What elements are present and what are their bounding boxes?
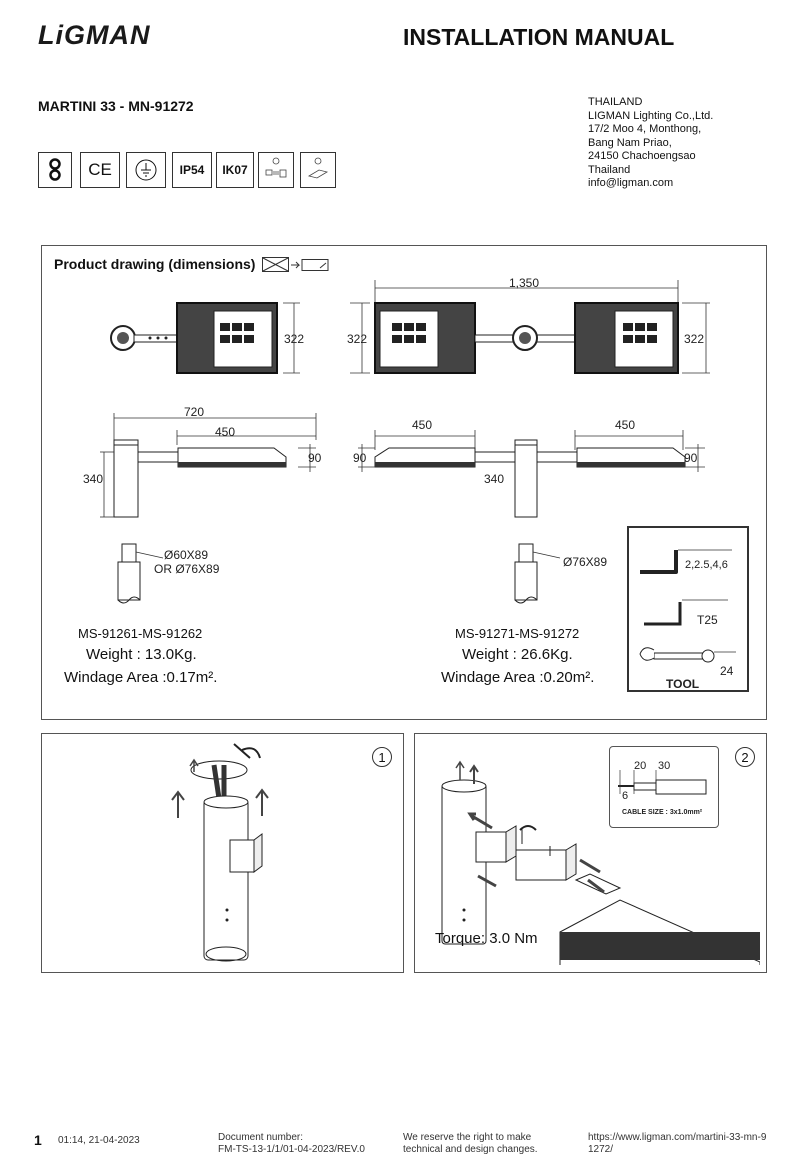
company-address: THAILAND LIGMAN Lighting Co.,Ltd. 17/2 M… [588,96,713,191]
reserve-line: We reserve the right to make [403,1132,532,1143]
single-model-code: MS-91261-MS-91262 [78,626,203,641]
single-windage: Windage Area :0.17m². [64,669,218,686]
product-url[interactable]: https://www.ligman.com/martini-33-mn-9 1… [588,1132,766,1156]
address-line: 24150 Chachoengsao [588,150,696,162]
dim-322-left: 322 [284,332,305,346]
dim-450-mid: 450 [412,418,433,432]
step1-number: 1 [372,747,392,767]
document-number-label: Document number: [218,1132,304,1143]
address-line: THAILAND [588,96,643,108]
reserve-note: We reserve the right to make technical a… [403,1132,538,1156]
step2-panel [414,733,767,973]
double-weight: Weight : 26.6Kg. [462,646,573,663]
ligman-logo: LiGMAN [38,20,151,50]
cable-dim-20: 20 [634,760,647,772]
tool-hex-sizes: 2,2.5,4,6 [685,559,728,571]
cable-dim-6: 6 [622,790,629,802]
product-drawing-panel [41,245,767,720]
model-name: MARTINI 33 - MN-91272 [38,98,194,114]
document-number-value: FM-TS-13-1/1/01-04-2023/REV.0 [218,1144,365,1155]
pole-detail-double [514,543,561,604]
dim-340-mid: 340 [484,472,505,486]
address-email: info@ligman.com [588,177,674,189]
pole-size-single-alt: OR Ø76X89 [154,562,220,576]
class-symbol-icon [38,152,72,188]
single-weight: Weight : 13.0Kg. [86,646,197,663]
url-line[interactable]: 1272/ [588,1144,614,1155]
tool-label: TOOL [666,677,700,691]
reserve-line: technical and design changes. [403,1144,538,1155]
tool-box [627,526,749,692]
luminaire-type-icon [300,152,336,188]
print-timestamp: 01:14, 21-04-2023 [58,1135,140,1146]
pole-size-double: Ø76X89 [563,555,608,569]
earth-ground-icon [126,152,166,188]
single-top-view [110,302,300,374]
step2-illustration [441,760,760,965]
double-side-view [358,430,705,518]
dim-450-right: 450 [615,418,636,432]
tool-wrench-size: 24 [720,664,734,678]
double-windage: Windage Area :0.20m². [441,669,595,686]
address-line: 17/2 Moo 4, Monthong, [588,123,702,135]
ce-mark-icon: CE [80,152,120,188]
cable-detail-box [609,746,719,828]
address-line: Bang Nam Priao, [588,136,672,149]
cable-dim-30: 30 [658,760,671,772]
double-model-code: MS-91271-MS-91272 [455,626,580,641]
step1-panel [41,733,404,973]
product-drawing-title: Product drawing (dimensions) [54,256,256,272]
address-line: Thailand [588,163,631,176]
dim-1350: 1,350 [509,276,540,290]
address-line: LIGMAN Lighting Co.,Ltd. [588,109,714,122]
pole-detail-single [117,543,164,604]
manual-title: INSTALLATION MANUAL [403,24,675,50]
mounting-height-icon [258,152,294,188]
dim-90-left: 90 [308,451,322,465]
page-number: 1 [34,1132,42,1148]
tool-torx-size: T25 [697,613,718,627]
dim-322-right: 322 [684,332,705,346]
step1-illustration [171,743,269,962]
dim-90-mid: 90 [353,451,367,465]
dim-720: 720 [184,405,205,419]
dim-322-mid: 322 [347,332,368,346]
ip-rating-badge: IP54 [172,152,212,188]
url-line[interactable]: https://www.ligman.com/martini-33-mn-9 [588,1132,767,1143]
document-number: Document number: FM-TS-13-1/1/01-04-2023… [218,1132,365,1156]
single-side-view [100,413,317,518]
dim-340-left: 340 [83,472,104,486]
step2-number: 2 [735,747,755,767]
cable-detail-icon [618,770,707,795]
double-top-view [350,280,710,374]
torque-label: Torque: 3.0 Nm [435,930,538,947]
tool-icons [639,549,736,663]
scale-note-icon [262,257,329,272]
dim-90-right: 90 [684,451,698,465]
ik-rating-badge: IK07 [216,152,254,188]
pole-size-single: Ø60X89 [164,548,209,562]
dim-450-left: 450 [215,425,236,439]
cable-size-label: CABLE SIZE : 3x1.0mm² [622,809,703,816]
